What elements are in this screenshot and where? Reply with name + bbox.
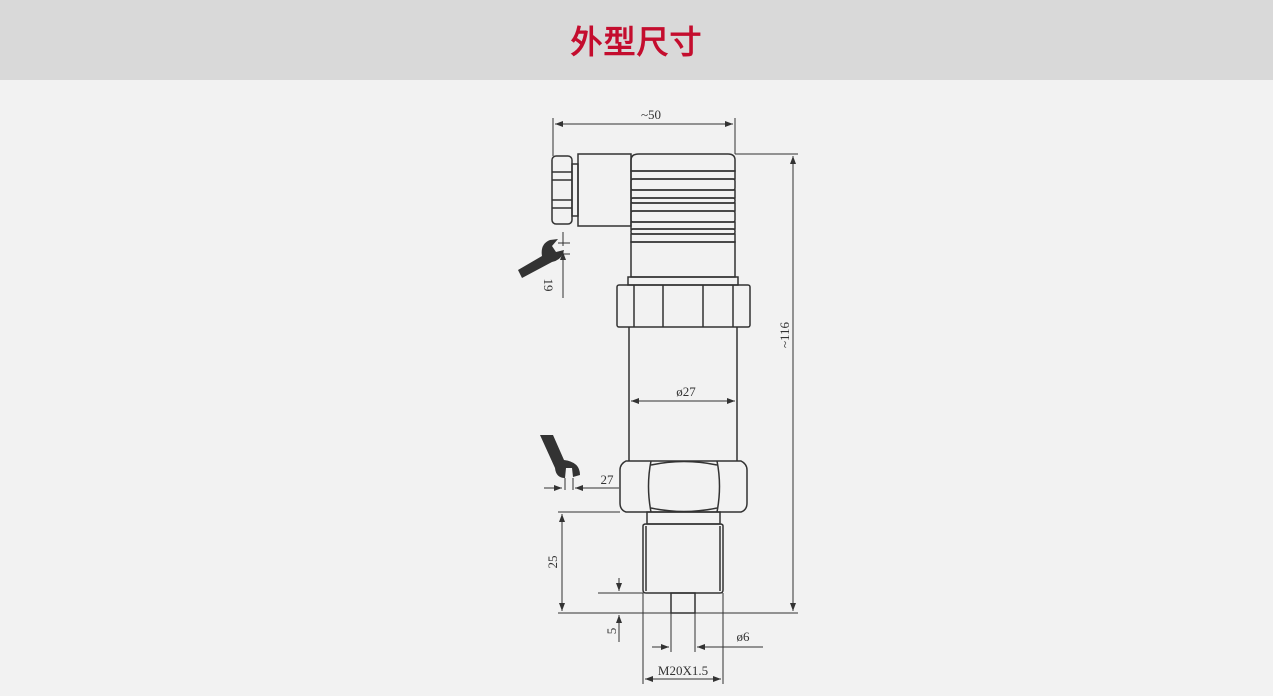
sensor-body — [628, 327, 738, 461]
wrench-icon — [518, 239, 564, 278]
lower-hex-nut — [619, 460, 748, 513]
dim-width-top: ~50 — [641, 107, 661, 122]
dim-tip-length: 5 — [604, 628, 619, 635]
dim-thread-spec: M20X1.5 — [658, 663, 708, 678]
dim-body-diameter: ø27 — [676, 384, 696, 399]
section-header: 外型尺寸 — [0, 0, 1273, 80]
dim-tip-diameter: ø6 — [737, 629, 751, 644]
dim-wrench-top: 19 — [541, 279, 556, 292]
dimension-lines — [544, 118, 798, 684]
process-thread — [642, 511, 724, 614]
connector-head — [551, 153, 739, 286]
section-title: 外型尺寸 — [570, 23, 703, 61]
dim-wrench-hex: 27 — [601, 472, 615, 487]
dim-thread-length: 25 — [545, 556, 560, 569]
dim-total-height: ~116 — [777, 321, 792, 348]
upper-hex-nut — [616, 284, 751, 328]
wrench-icon — [540, 435, 580, 478]
